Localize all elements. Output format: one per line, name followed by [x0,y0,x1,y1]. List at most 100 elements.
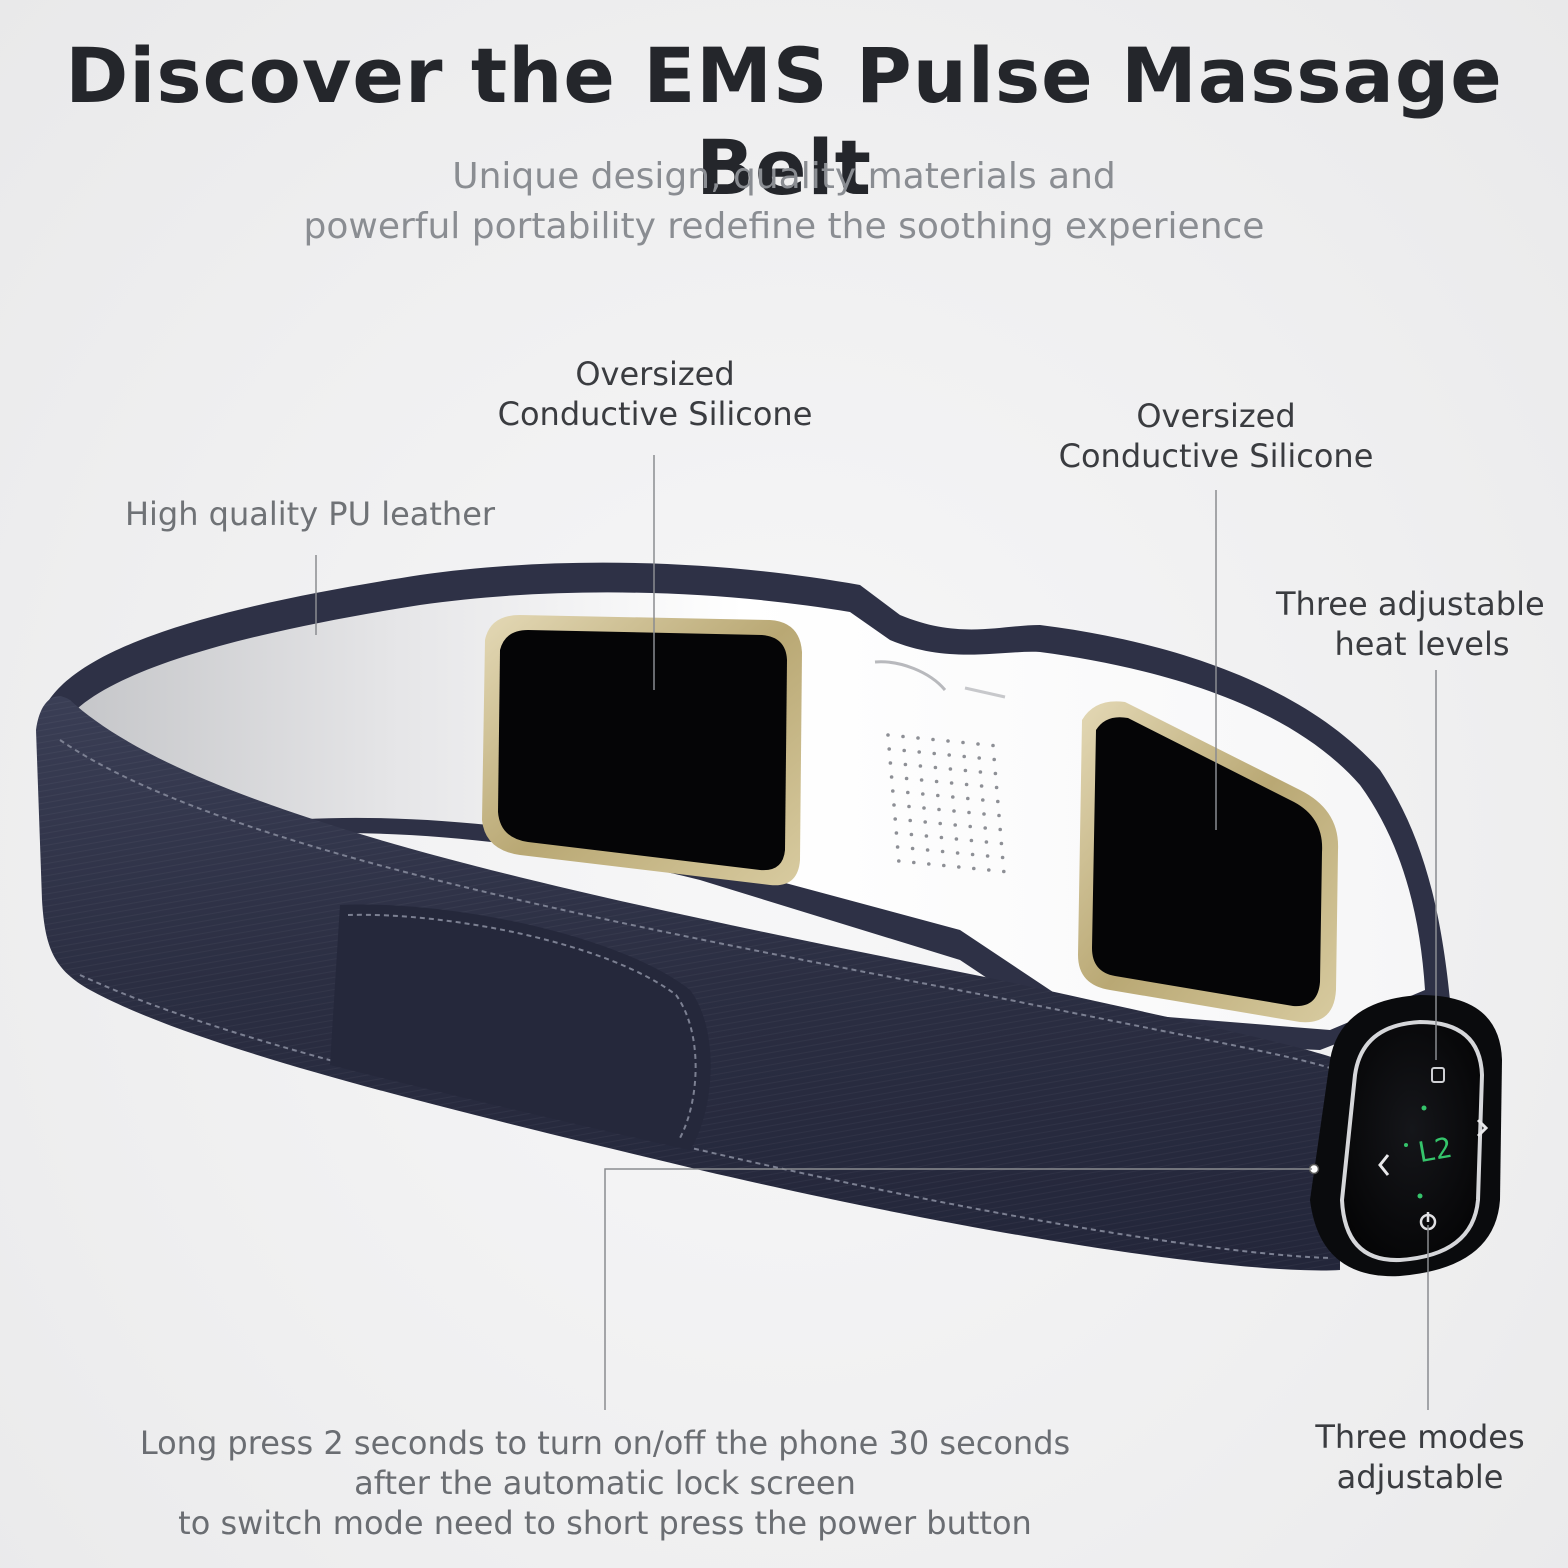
callout-left-pad-line2: Conductive Silicone [497,395,813,433]
vent-dot [917,750,921,754]
vent-dot [968,824,972,829]
vent-dot [978,770,983,774]
vent-dot [966,796,970,801]
vent-dot [981,798,985,802]
vent-dot [908,818,912,823]
vent-dot [912,860,916,865]
vent-dot [916,736,920,740]
callout-leather: High quality PU leather [110,494,510,534]
vent-dot [992,757,996,762]
vent-dot [987,868,991,872]
callout-right-pad-line1: Oversized [1136,397,1296,435]
callout-left-pad-line1: Oversized [575,355,735,393]
vent-dot [998,827,1002,832]
vent-dot [947,753,951,757]
vent-dot [963,768,968,773]
vent-dot [964,782,969,787]
callout-modes-line1: Three modes [1315,1418,1525,1456]
vent-dot [984,840,989,844]
vent-dot [937,807,941,812]
vent-dot [918,764,923,768]
vent-dot [957,865,961,869]
leader-lines [315,455,1437,1410]
vent-dot [895,845,900,849]
callout-heat-line2: heat levels [1334,625,1510,663]
vent-dot [907,804,911,809]
vent-dot [919,778,924,782]
right-conductive-pad [1078,701,1339,1023]
vent-dot [922,806,926,810]
vent-dot [902,748,906,753]
vent-dot [953,823,957,827]
callout-right-pad: Oversized Conductive Silicone [1036,396,1396,476]
vent-dot [887,747,891,751]
power-button-note: Long press 2 seconds to turn on/off the … [60,1423,1150,1543]
display-readout: L2 [1415,1131,1454,1169]
vent-dot [921,792,925,796]
power-note-line2: after the automatic lock screen [354,1464,856,1502]
vent-dot [901,734,905,739]
vent-dot [886,733,890,737]
vent-dot [969,838,974,843]
callout-heat: Three adjustable heat levels [1276,584,1568,664]
vent-dot [910,846,915,851]
vent-dot [934,779,939,784]
vent-dot [888,761,893,765]
callout-right-pad-line2: Conductive Silicone [1058,437,1374,475]
vent-dot [962,754,966,759]
vent-dot [952,809,956,813]
vent-dot [931,737,935,742]
power-note-line1: Long press 2 seconds to turn on/off the … [139,1424,1071,1462]
vent-dot [985,854,990,858]
vent-dot [893,817,897,821]
vent-dot [1000,855,1005,860]
vent-dot [996,799,1000,804]
vent-dot [909,832,914,837]
vent-dot [955,851,960,855]
subtitle-line-1: Unique design, quality materials and [452,156,1116,197]
vent-dot [939,835,944,840]
vent-dot [976,742,980,746]
vent-dot [946,739,950,743]
vent-dot [949,781,954,785]
vent-dot [942,863,946,868]
callout-modes-line2: adjustable [1336,1458,1504,1496]
vent-dot [892,803,896,807]
vent-dot [903,762,908,767]
vent-dot [924,834,929,838]
vent-dot [982,812,986,816]
vent-dot [979,784,984,788]
vent-dot [983,826,987,830]
vent-dot [923,820,927,824]
vent-dot [904,776,909,781]
vent-dot [897,859,901,863]
vent-dot [925,848,930,852]
vent-dot [977,756,981,760]
left-conductive-pad [482,615,802,886]
vent-dot [889,775,894,779]
vent-dot [991,743,995,748]
vent-dot [906,790,910,795]
vent-dot [967,810,971,815]
vent-dot [927,862,931,866]
vent-dot [936,793,940,798]
vent-dot [970,852,975,857]
power-note-line3: to switch mode need to short press the p… [178,1504,1032,1542]
vent-dot [972,866,976,871]
controller-unit: L2 [1308,995,1502,1277]
vent-dot [940,849,945,854]
vent-dot [948,767,953,771]
vent-dot [961,740,965,745]
vent-dot [954,837,959,841]
vent-dot [938,821,942,826]
vent-dot [997,813,1001,818]
vent-dot [933,765,938,770]
callout-left-pad: Oversized Conductive Silicone [475,354,835,434]
vent-dot [1002,869,1006,874]
callout-modes: Three modes adjustable [1290,1417,1550,1497]
vent-dot [891,789,895,793]
vent-dot [951,795,955,799]
vent-dots [886,733,1006,874]
